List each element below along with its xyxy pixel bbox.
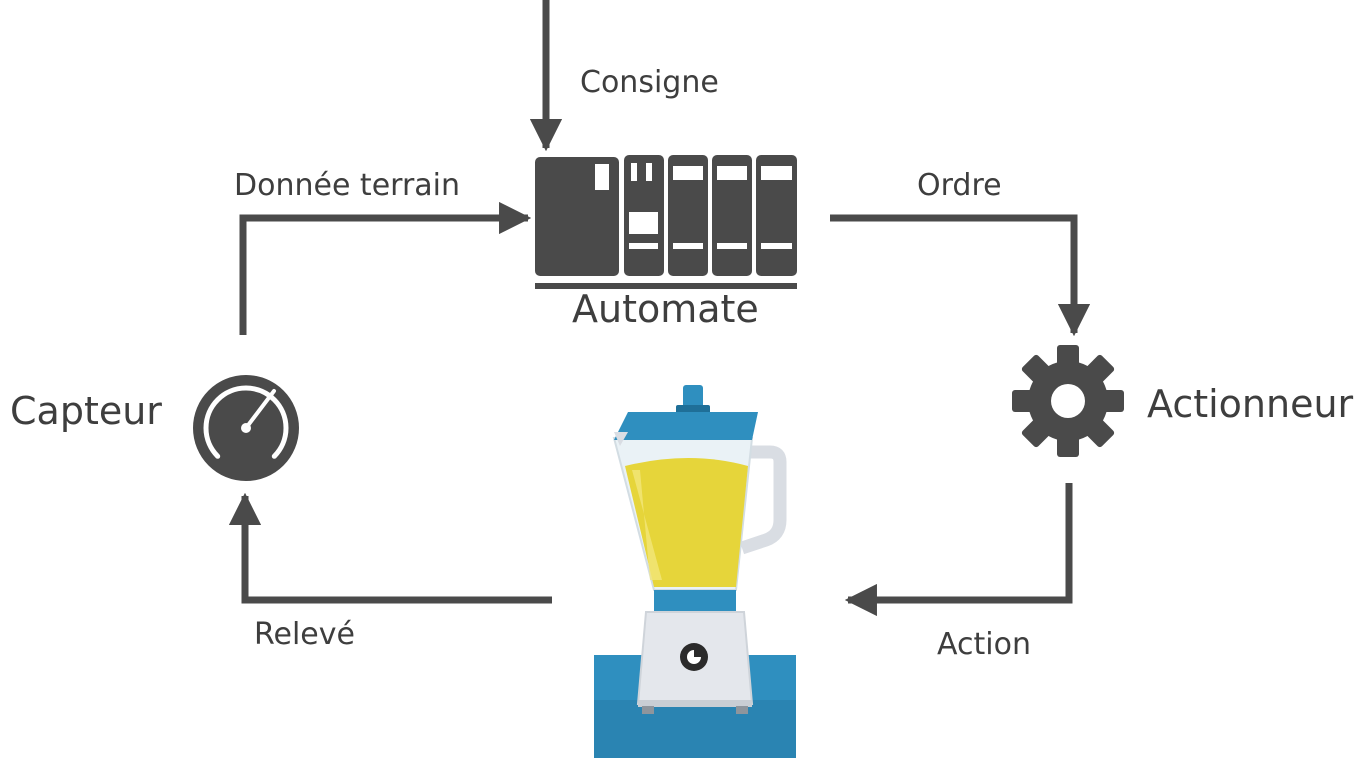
label-automate: Automate [572,287,759,331]
label-capteur: Capteur [10,389,162,433]
arrow-donnee-terrain [239,201,532,335]
label-releve: Relevé [254,617,355,652]
blender-icon [594,385,796,758]
gauge-icon [193,375,299,481]
label-ordre: Ordre [917,168,1002,203]
label-donnee-terrain: Donnée terrain [234,168,461,203]
arrow-releve [228,492,552,604]
arrow-ordre [830,214,1091,337]
label-actionneur: Actionneur [1147,382,1354,426]
label-action: Action [937,627,1031,662]
arrows [228,0,1091,617]
arrow-action [844,483,1073,617]
plc-icon [535,155,797,289]
label-consigne: Consigne [580,65,719,100]
gear-icon [1012,345,1124,457]
